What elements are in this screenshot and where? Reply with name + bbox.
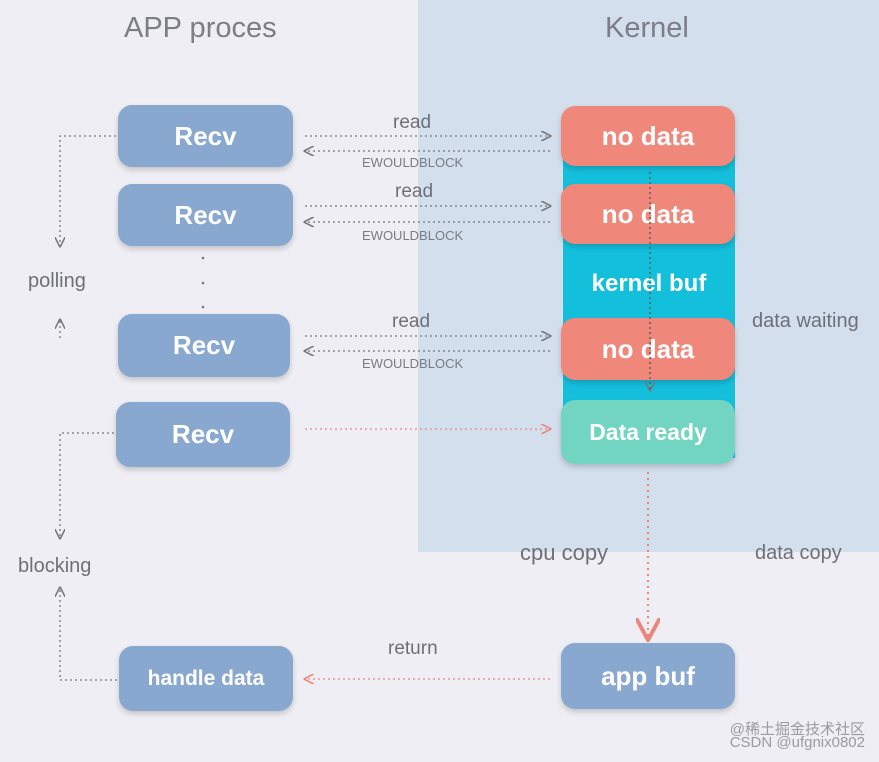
recv-box-2: Recv bbox=[118, 184, 293, 246]
handle-data-box: handle data bbox=[119, 646, 293, 711]
polling-down-arrow bbox=[60, 135, 116, 246]
ewouldblock-label-2: EWOULDBLOCK bbox=[362, 228, 464, 243]
cpu-copy-label: cpu copy bbox=[520, 540, 609, 565]
no-data-box-3: no data bbox=[561, 318, 735, 380]
watermark-line-1: @稀土掘金技术社区 bbox=[729, 721, 865, 738]
app-buf-box: app buf bbox=[561, 643, 735, 709]
data-copy-label: data copy bbox=[755, 542, 842, 564]
data-ready-box: Data ready bbox=[561, 400, 735, 464]
app-process-title: APP proces bbox=[124, 12, 277, 44]
read-label-2: read bbox=[395, 181, 434, 202]
ellipsis-dot-1 bbox=[201, 256, 205, 260]
return-label: return bbox=[388, 638, 438, 659]
recv-box-3: Recv bbox=[118, 314, 290, 377]
read-label-3: read bbox=[392, 311, 431, 332]
recv-box-4: Recv bbox=[116, 402, 290, 467]
kernel-title: Kernel bbox=[605, 12, 689, 44]
ewouldblock-label-3: EWOULDBLOCK bbox=[362, 356, 464, 371]
data-waiting-label: data waiting bbox=[752, 310, 859, 332]
blocking-down-arrow bbox=[60, 432, 114, 538]
blocking-up-arrow bbox=[60, 588, 117, 681]
recv-box-1: Recv bbox=[118, 105, 293, 167]
blocking-label: blocking bbox=[18, 555, 92, 577]
read-label-1: read bbox=[393, 112, 432, 133]
polling-label: polling bbox=[28, 270, 86, 292]
no-data-box-1: no data bbox=[561, 106, 735, 166]
no-data-box-2: no data bbox=[561, 184, 735, 244]
ewouldblock-label-1: EWOULDBLOCK bbox=[362, 155, 464, 170]
ellipsis-dot-3 bbox=[201, 305, 205, 309]
ellipsis-dot-2 bbox=[201, 281, 205, 285]
kernel-buf-label: kernel buf bbox=[591, 270, 707, 297]
watermark-line-2: CSDN @ufgnix0802 bbox=[729, 734, 865, 751]
